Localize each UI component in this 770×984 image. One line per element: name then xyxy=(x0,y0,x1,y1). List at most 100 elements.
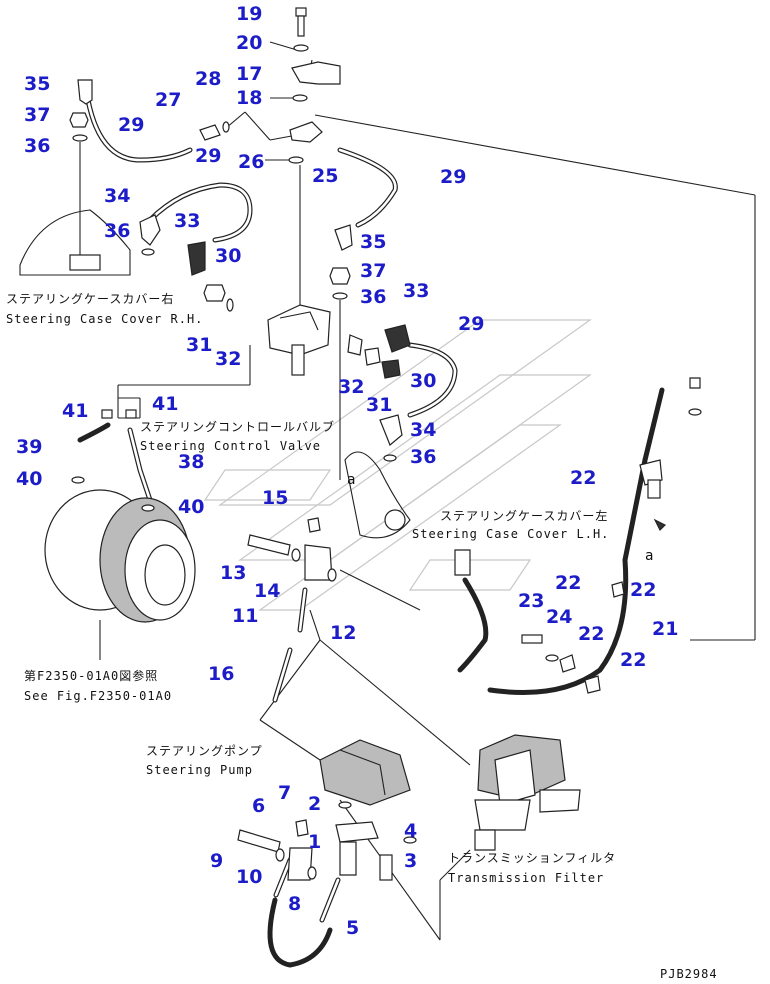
callout-11: 11 xyxy=(232,605,258,627)
label-jp: ステアリングケースカバー左 xyxy=(440,508,608,523)
label-en: Steering Pump xyxy=(146,763,253,777)
callout-14: 14 xyxy=(254,580,280,602)
elbow-30b xyxy=(381,359,401,379)
callout-31: 31 xyxy=(186,334,212,356)
callout-29: 29 xyxy=(440,166,466,188)
watermark-logo xyxy=(203,319,592,611)
callout-19: 19 xyxy=(236,3,262,25)
o-ring-12 xyxy=(327,568,337,582)
block-6 xyxy=(287,847,313,881)
o-ring-2 xyxy=(338,801,352,809)
callout-17: 17 xyxy=(236,63,262,85)
callout-12: 12 xyxy=(330,622,356,644)
callout-30: 30 xyxy=(215,245,241,267)
fig-ref-label: 第F2350-01A0図参照 See Fig.F2350-01A0 xyxy=(24,668,172,703)
callout-30: 30 xyxy=(410,370,436,392)
callout-18: 18 xyxy=(236,87,262,109)
washer-24 xyxy=(545,654,559,662)
callout-33: 33 xyxy=(403,280,429,302)
elbow-35 xyxy=(77,79,93,105)
callout-24: 24 xyxy=(546,606,572,628)
callout-34: 34 xyxy=(104,185,130,207)
washer-14 xyxy=(291,548,301,562)
valve-connector xyxy=(454,549,471,576)
callout-5: 5 xyxy=(346,917,359,939)
spacer xyxy=(647,479,661,499)
callout-22: 22 xyxy=(555,572,581,594)
control-valve-label: ステアリングコントロールバルブ Steering Control Valve xyxy=(140,419,335,453)
callout-1: 1 xyxy=(308,831,321,853)
callout-28: 28 xyxy=(195,68,221,90)
bolt-head xyxy=(295,7,307,17)
o-ring-36b xyxy=(141,248,155,256)
label-jp: ステアリングコントロールバルブ xyxy=(140,419,335,434)
flange-1 xyxy=(335,821,379,843)
callout-36: 36 xyxy=(24,135,50,157)
callout-22: 22 xyxy=(578,623,604,645)
callout-22: 22 xyxy=(570,467,596,489)
callout-38: 38 xyxy=(178,451,204,473)
callout-37: 37 xyxy=(24,104,50,126)
leader-lines xyxy=(99,41,756,941)
bolt-3 xyxy=(379,854,393,881)
rh-fittings xyxy=(19,79,234,312)
marker-a-top: a xyxy=(347,472,356,488)
callout-23: 23 xyxy=(518,590,544,612)
o-ring-36d xyxy=(383,454,397,462)
clamp-22b xyxy=(611,581,625,598)
label-jp: ステアリングケースカバー右 xyxy=(6,291,174,306)
bolt-head-b xyxy=(689,377,701,389)
pump-line-fittings xyxy=(247,517,337,582)
o-ring-36 xyxy=(72,134,88,142)
marker-arrow xyxy=(653,518,667,532)
nut-37b xyxy=(329,267,351,285)
clamp-22d xyxy=(584,675,601,694)
washer-4 xyxy=(403,836,417,844)
callout-40: 40 xyxy=(178,496,204,518)
elbow-33b xyxy=(384,324,411,353)
callout-39: 39 xyxy=(16,436,42,458)
callout-41: 41 xyxy=(152,393,178,415)
o-ring-26 xyxy=(288,156,304,164)
case-cover-rh-label: ステアリングケースカバー右 Steering Case Cover R.H. xyxy=(6,291,202,326)
callout-31: 31 xyxy=(366,394,392,416)
bolt-13 xyxy=(247,534,291,556)
callout-3: 3 xyxy=(404,850,417,872)
marker-a-right: a xyxy=(645,548,654,564)
callout-36: 36 xyxy=(104,220,130,242)
callout-35: 35 xyxy=(360,231,386,253)
o-ring-36c xyxy=(332,292,348,300)
hoses xyxy=(77,97,665,968)
steering-pump xyxy=(237,739,417,881)
callout-7: 7 xyxy=(278,782,291,804)
label-en: See Fig.F2350-01A0 xyxy=(24,689,172,703)
callout-4: 4 xyxy=(404,820,417,842)
callout-32: 32 xyxy=(338,376,364,398)
callout-20: 20 xyxy=(236,32,262,54)
label-jp: トランスミッションフィルタ xyxy=(448,851,616,865)
washer-b xyxy=(688,408,702,416)
transmission-filter xyxy=(474,734,581,851)
o-ring xyxy=(292,94,308,102)
callout-21: 21 xyxy=(652,618,678,640)
case-cover-rh xyxy=(69,254,101,271)
callout-22: 22 xyxy=(630,579,656,601)
callout-36: 36 xyxy=(360,286,386,308)
elbow-30 xyxy=(187,241,206,276)
callout-40: 40 xyxy=(16,468,42,490)
elbow-27 xyxy=(199,124,221,141)
callout-33: 33 xyxy=(174,210,200,232)
callout-numbers: 19 20 17 18 28 27 35 37 36 29 29 26 25 2… xyxy=(16,3,678,939)
callout-35: 35 xyxy=(24,73,50,95)
callout-26: 26 xyxy=(238,151,264,173)
callout-29: 29 xyxy=(195,145,221,167)
label-en: Steering Case Cover L.H. xyxy=(412,527,609,541)
callout-41: 41 xyxy=(62,400,88,422)
washer xyxy=(293,44,309,52)
o-ring-40b xyxy=(141,504,155,512)
lh-case-cover xyxy=(344,377,702,576)
callout-27: 27 xyxy=(155,89,181,111)
callout-8: 8 xyxy=(288,893,301,915)
callout-15: 15 xyxy=(262,487,288,509)
